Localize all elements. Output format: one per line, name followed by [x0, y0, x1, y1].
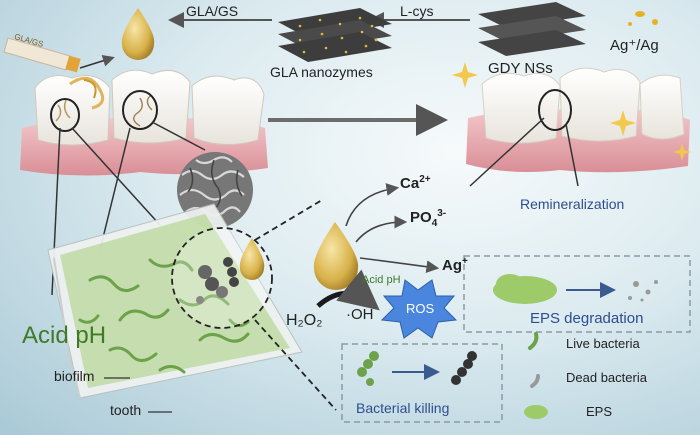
legend-live-label: Live bacteria	[566, 336, 640, 351]
ag-label: Ag⁺/Ag	[610, 37, 659, 54]
calcium-ion-label: Ca2+	[400, 174, 431, 192]
legend-eps-label: EPS	[586, 404, 613, 419]
eps-degradation-label: EPS degradation	[530, 310, 644, 327]
l-cys-label: L-cys	[400, 3, 434, 19]
legend-dead-icon	[530, 374, 540, 388]
calcium-base: Ca	[400, 175, 420, 192]
bacterial-killing-box	[341, 343, 503, 423]
sparkles	[452, 62, 691, 161]
h2o2-label: H₂O₂	[286, 312, 323, 329]
ros-burst	[380, 279, 458, 339]
acid-ph-small-label: Acid pH	[362, 274, 401, 286]
gla-nanozymes-label: GLA nanozymes	[270, 64, 373, 80]
legend-live-icon	[528, 332, 539, 350]
gel-tube	[3, 37, 115, 73]
central-drop	[313, 222, 359, 290]
gdy-nss-label: GDY NSs	[488, 60, 553, 77]
biofilm-label: biofilm	[54, 368, 95, 384]
gla-gs-label: GLA/GS	[186, 3, 239, 19]
phosphate-subscript: 4	[431, 218, 438, 229]
phosphate-base: PO	[410, 209, 432, 226]
calcium-charge: 2+	[419, 174, 431, 185]
silver-charge: +	[462, 256, 468, 267]
gdy-sheets	[478, 2, 586, 56]
left-teeth	[20, 69, 268, 176]
tooth-label: tooth	[110, 402, 142, 418]
gla-nanozyme-sheets	[278, 8, 392, 62]
ros-label: ROS	[406, 301, 435, 316]
zoom-drop	[239, 238, 265, 280]
silver-ion-label: Ag+	[442, 256, 468, 274]
remineralization-label: Remineralization	[520, 196, 625, 212]
phosphate-ion-label: PO43-	[410, 208, 446, 229]
acid-ph-large-label: Acid pH	[22, 322, 107, 349]
phosphate-charge: 3-	[437, 208, 447, 219]
right-teeth	[466, 67, 690, 173]
biofilm-slab	[47, 203, 303, 399]
legend-eps-icon	[524, 405, 548, 419]
ag-particles	[628, 11, 658, 26]
eps-degradation-box	[463, 255, 691, 333]
hydroxyl-label: ·OH	[346, 306, 374, 323]
bacterial-killing-label: Bacterial killing	[356, 400, 450, 416]
zoom-bacteria	[196, 257, 239, 304]
gla-gs-drop	[121, 8, 155, 60]
silver-base: Ag	[442, 257, 462, 274]
legend-dead-label: Dead bacteria	[566, 370, 647, 385]
